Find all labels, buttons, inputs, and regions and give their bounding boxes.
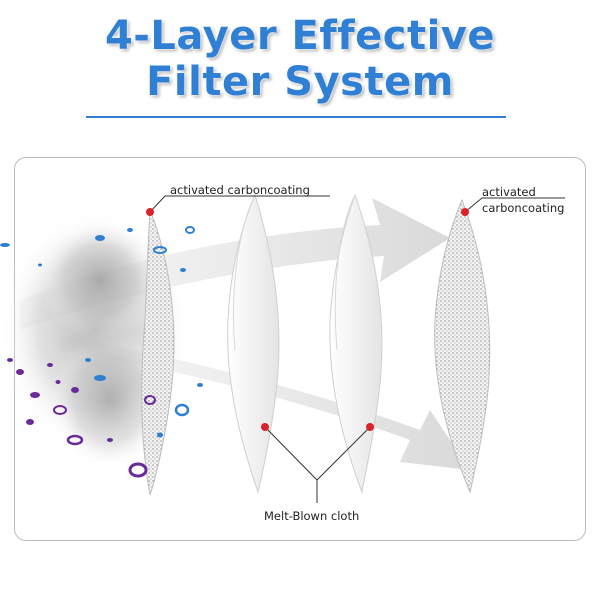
label-activated-carbon-left: activated carboncoating xyxy=(170,183,310,197)
filter-layer-carbon-inner xyxy=(434,198,491,494)
title-underline xyxy=(86,116,506,118)
filter-layer-carbon-outer xyxy=(141,209,175,496)
filter-layer-meltblown-1 xyxy=(227,193,280,494)
particles xyxy=(0,226,203,478)
marker-carbon-right xyxy=(461,208,469,216)
label-activated-carbon-right-line2: carboncoating xyxy=(482,201,565,215)
marker-meltblown-1 xyxy=(261,423,269,431)
title-line-1: 4-Layer Effective xyxy=(104,13,496,59)
title-line-2: Filter System xyxy=(146,59,454,105)
marker-meltblown-2 xyxy=(366,423,374,431)
label-meltblown-cloth: Melt-Blown cloth xyxy=(264,509,360,523)
annotation-lines xyxy=(149,195,565,503)
marker-carbon-left xyxy=(146,208,154,216)
label-activated-carbon-right-line1: activated xyxy=(482,185,536,199)
filter-layer-meltblown-2 xyxy=(329,193,383,494)
